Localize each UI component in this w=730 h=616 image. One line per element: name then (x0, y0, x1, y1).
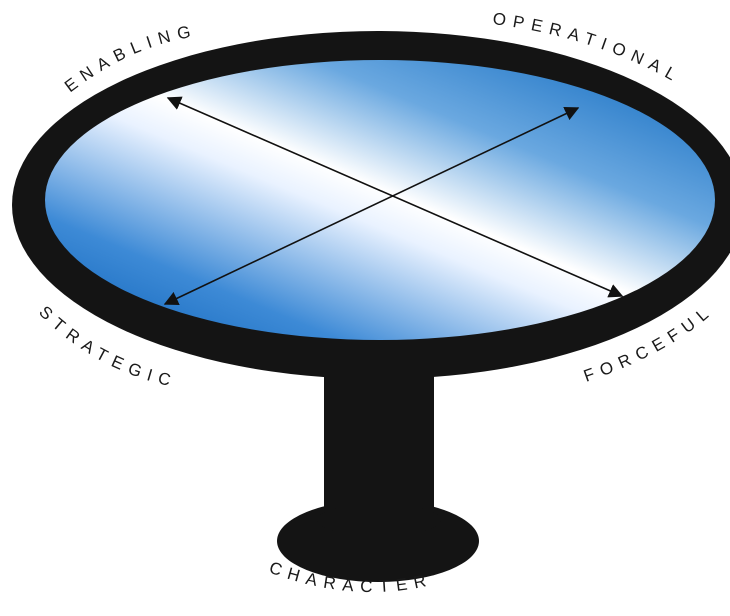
table-column-flare (317, 504, 441, 536)
table-surface (45, 60, 715, 340)
